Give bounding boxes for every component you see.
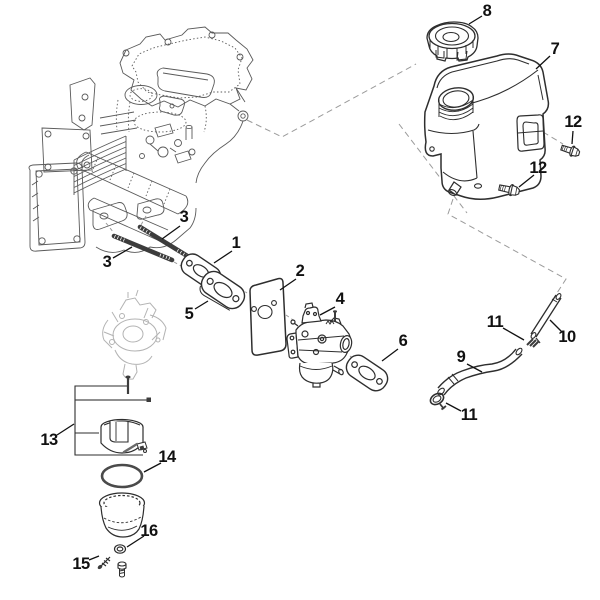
screws-15-art	[97, 556, 127, 578]
stud-art-upper	[137, 224, 192, 260]
float-kit-13-art	[74, 375, 151, 456]
engine-crankcase-art	[28, 26, 254, 253]
clamp-11-lower-art	[429, 392, 447, 411]
fuel-tank-7-art	[423, 53, 550, 200]
spacer-5-art	[199, 270, 246, 311]
callout-leader-lines	[56, 15, 574, 561]
clamp-11-upper-art	[526, 337, 541, 348]
screw-12-upper-art	[560, 144, 581, 157]
plate-gasket-2-art	[249, 277, 287, 356]
gasket-6-art	[345, 354, 389, 392]
carburetor-4-art	[286, 302, 353, 388]
fuel-pipe-10-art	[530, 293, 562, 339]
stud-art-lower	[111, 233, 175, 263]
carburetor-reference-ghost-art	[102, 289, 167, 380]
fuel-hose-9-art	[437, 347, 523, 396]
washer-16-art	[113, 544, 127, 554]
assembly-axis-lines	[105, 63, 567, 364]
float-bowl-art	[98, 492, 146, 538]
tank-cap-8-art	[426, 21, 479, 62]
sealing-ring-14-art	[100, 463, 144, 489]
screw-12-lower-art	[498, 184, 520, 197]
